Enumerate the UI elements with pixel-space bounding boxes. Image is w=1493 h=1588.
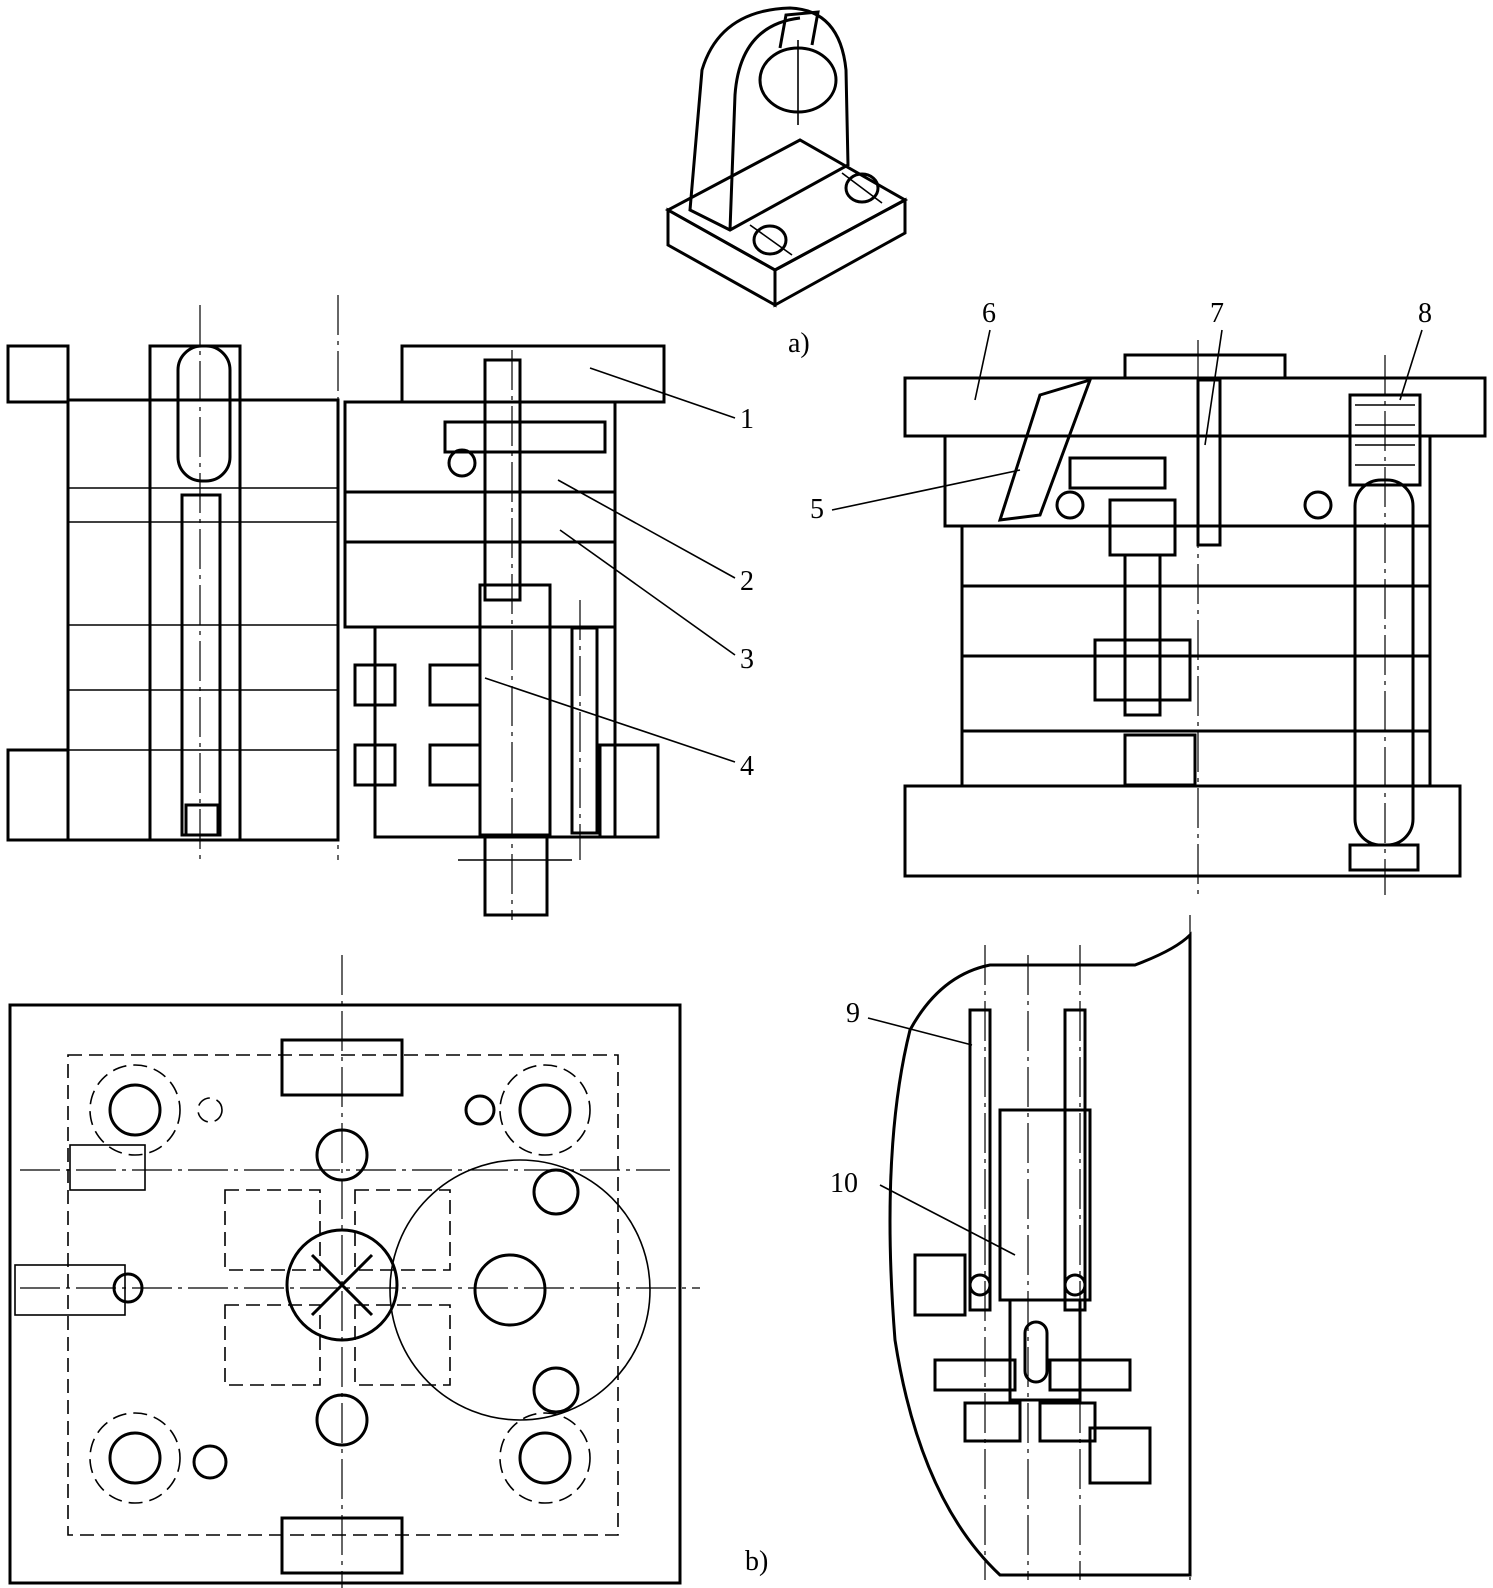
partial-section — [867, 915, 1192, 1580]
section-left — [6, 295, 736, 920]
callout-4: 4 — [740, 751, 754, 782]
callout-9: 9 — [846, 998, 860, 1029]
callout-8: 8 — [1418, 298, 1432, 329]
section-right — [831, 329, 1487, 895]
part-isometric — [664, 6, 909, 308]
callout-6: 6 — [982, 298, 996, 329]
callout-5: 5 — [810, 494, 824, 525]
callout-1: 1 — [740, 404, 754, 435]
callout-7: 7 — [1210, 298, 1224, 329]
panel-label-b: b) — [745, 1546, 768, 1577]
plan-view — [8, 955, 700, 1588]
callout-10: 10 — [830, 1168, 858, 1199]
callout-2: 2 — [740, 566, 754, 597]
callout-3: 3 — [740, 644, 754, 675]
panel-label-a: a) — [788, 328, 810, 359]
